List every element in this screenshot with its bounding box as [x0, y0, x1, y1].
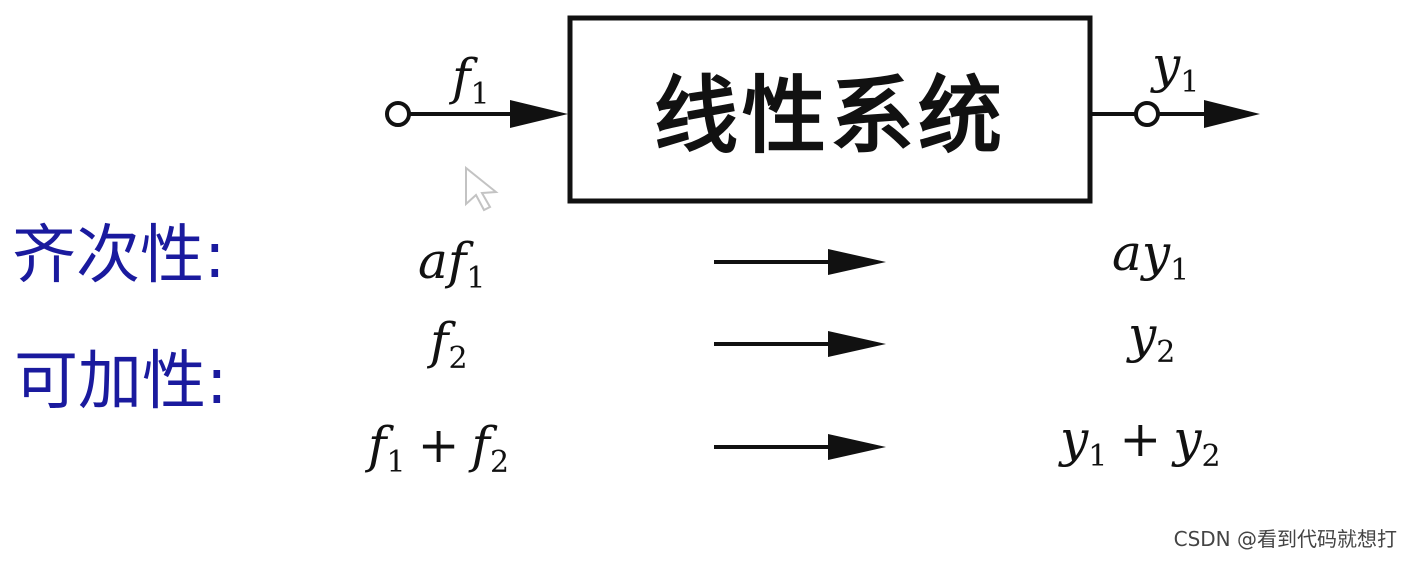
row2-input-expr: f2: [430, 312, 468, 376]
watermark: CSDN @看到代码就想打: [1173, 527, 1397, 551]
output-arrowhead: [1204, 100, 1260, 128]
row1-output-expr: ay1: [1112, 224, 1190, 288]
system-title: 线性系统: [653, 67, 1006, 165]
input-arrowhead: [510, 100, 568, 128]
input-signal-label: f1: [452, 48, 490, 112]
row3-input-expr: f1+f2: [368, 416, 510, 480]
additivity-label: 可加性:: [14, 345, 228, 419]
homogeneity-label: 齐次性:: [12, 219, 226, 293]
input-terminal: [385, 101, 411, 127]
row2-output-expr: y2: [1128, 306, 1176, 370]
row1-arrowhead: [828, 249, 886, 275]
row3-arrowhead: [828, 434, 886, 460]
row1-input-expr: af1: [418, 232, 486, 296]
system-box: [567, 15, 1093, 204]
output-terminal: [1134, 101, 1160, 127]
output-signal-label: y1: [1152, 36, 1200, 100]
mouse-cursor-icon: [465, 165, 499, 212]
row3-output-expr: y1+y2: [1060, 410, 1221, 474]
row2-arrowhead: [828, 331, 886, 357]
